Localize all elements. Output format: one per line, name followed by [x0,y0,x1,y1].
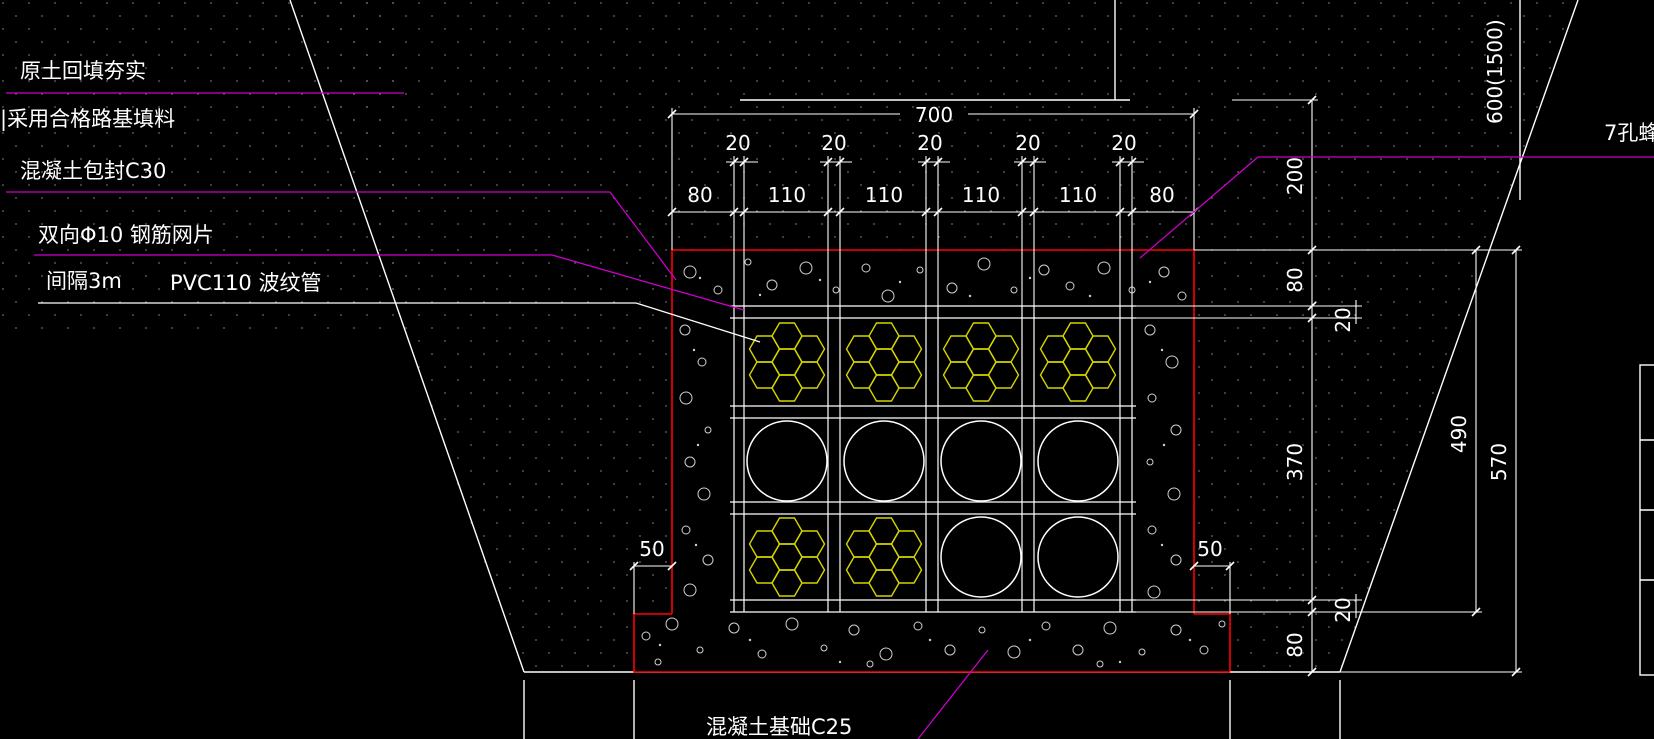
mesh-label: 双向Φ10 钢筋网片 [38,223,214,247]
encasement-outline [633,249,1231,673]
trench-outline [289,0,1654,739]
dim-gap-4: 20 [1015,131,1040,155]
dimension-ticks [629,95,1521,677]
encasement-label: 混凝土包封C30 [20,159,166,183]
dim-duct-2: 110 [865,183,903,207]
round-ducts [746,420,1119,598]
dim-570: 570 [1487,443,1511,481]
dim-20-top: 20 [1331,307,1355,332]
dim-step-right: 50 [1197,537,1222,561]
dim-200: 200 [1283,157,1307,195]
dim-490: 490 [1447,415,1471,453]
dim-370: 370 [1283,443,1307,481]
duct-grid [730,305,1136,613]
dim-700: 700 [915,103,953,127]
backfill-label: 原土回填夯实 [20,59,146,83]
dim-duct-4: 110 [1059,183,1097,207]
dim-duct-1: 110 [768,183,806,207]
dim-80-top: 80 [1283,267,1307,292]
dim-gap-3: 20 [917,131,942,155]
dim-side-right: 80 [1149,183,1174,207]
dim-gap-5: 20 [1111,131,1136,155]
honeycomb-pipe-label: 7孔蜂窝 [1604,121,1654,145]
dim-step-left: 50 [639,537,664,561]
dim-duct-3: 110 [962,183,1000,207]
dimension-lines [633,99,1522,673]
dim-side-left: 80 [687,183,712,207]
dim-gap-1: 20 [725,131,750,155]
depth-label: 600(1500) [1483,19,1507,124]
foundation-label: 混凝土基础C25 [706,715,852,739]
roadbed-label: |采用合格路基填料 [0,107,175,132]
pvc-leader [38,302,761,343]
concrete-encasement [634,250,1230,672]
dim-gap-2: 20 [821,131,846,155]
spacing-label: 间隔3m [46,269,122,293]
dim-80-bottom: 80 [1283,632,1307,657]
pvc-label: PVC110 波纹管 [170,271,321,295]
leader-lines [6,92,1654,739]
dim-20-bottom: 20 [1331,597,1355,622]
